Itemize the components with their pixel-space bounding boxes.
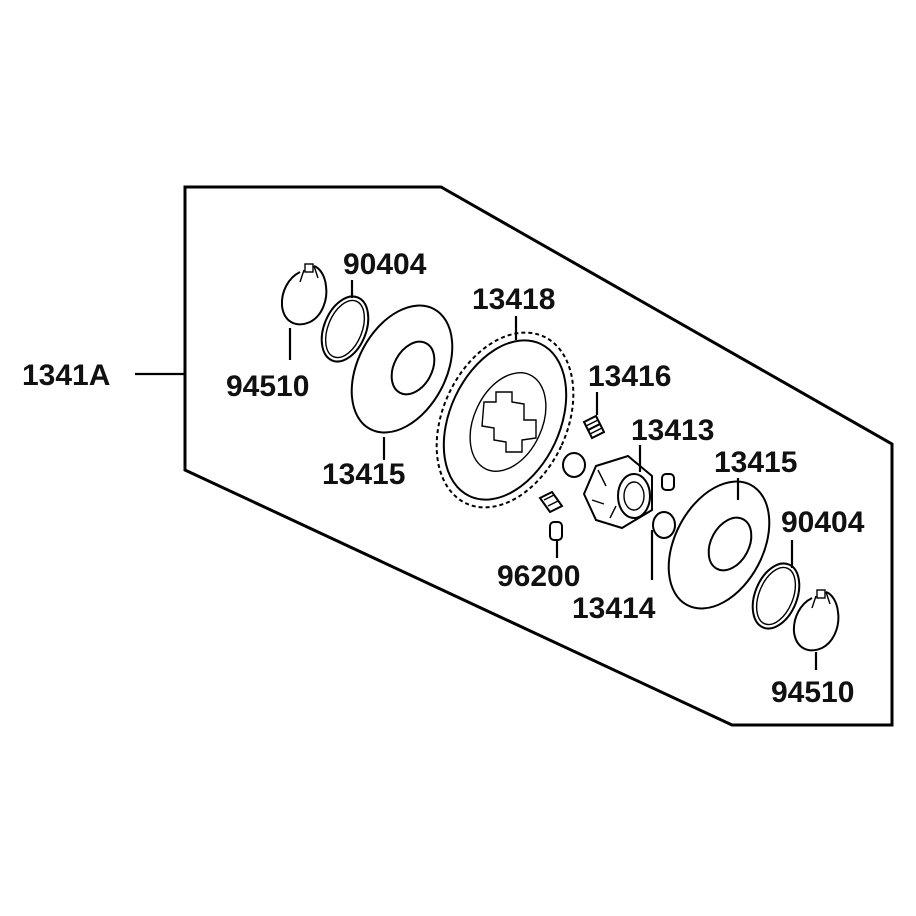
small-pin-right <box>661 473 675 491</box>
callout-washer-b: 13415 <box>714 446 797 479</box>
callout-ring-a: 94510 <box>226 370 309 403</box>
washer-left <box>350 304 454 434</box>
callout-spring-a: 13416 <box>588 360 671 393</box>
callout-washer-a: 13415 <box>322 458 405 491</box>
washer-right <box>667 480 771 610</box>
shim-left <box>320 295 370 363</box>
circlip-left <box>280 263 328 326</box>
roller-right <box>652 511 676 539</box>
callout-shim-b: 90404 <box>781 506 865 539</box>
callout-shim-a: 90404 <box>343 248 427 281</box>
assembly-label: 1341A <box>22 359 110 392</box>
roller-left <box>562 452 586 478</box>
spring-upper <box>582 414 606 440</box>
callout-roller: 13414 <box>572 592 656 625</box>
assembly-outline <box>183 185 894 727</box>
callout-gear: 13418 <box>472 283 555 316</box>
circlip-right <box>792 589 840 652</box>
callout-pin: 96200 <box>497 560 580 593</box>
spring-lower <box>538 490 564 514</box>
shim-right <box>751 562 801 630</box>
gear <box>435 331 575 509</box>
hub <box>582 454 653 530</box>
callout-hub: 13413 <box>631 414 714 447</box>
pin <box>549 521 563 541</box>
callout-ring-b: 94510 <box>771 676 854 709</box>
